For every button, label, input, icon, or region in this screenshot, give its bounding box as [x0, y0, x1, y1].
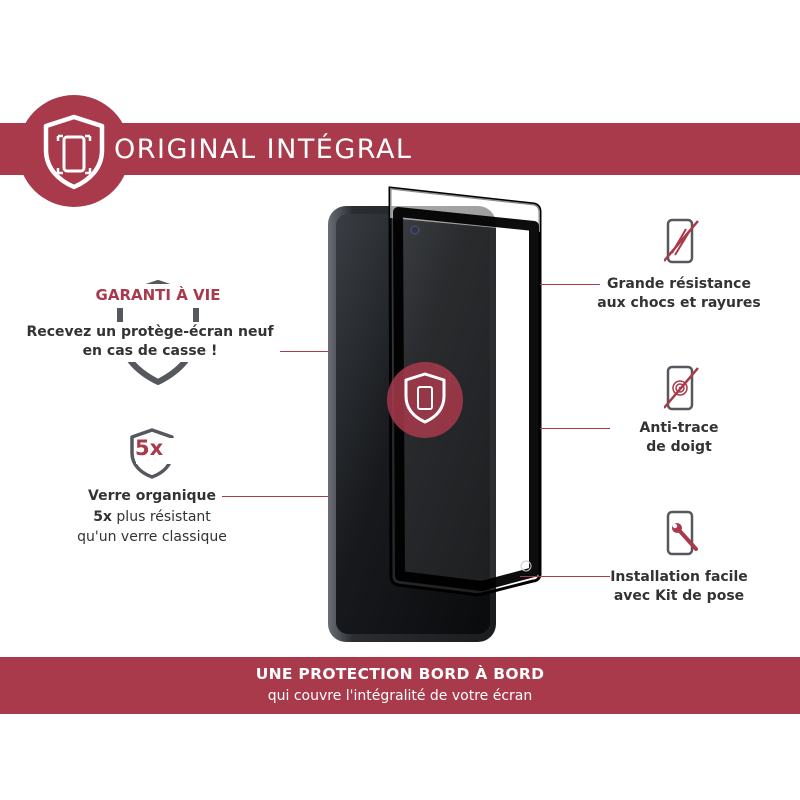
- connector-left-bottom: [222, 496, 328, 498]
- lifetime-title-bg: [84, 284, 232, 308]
- resistance-line1: Grande résistance: [607, 276, 751, 292]
- footer-subtitle: qui couvre l'intégralité de votre écran: [267, 688, 533, 704]
- antitrace-line1: Anti-trace: [639, 420, 719, 436]
- connector-right-2: [540, 428, 610, 430]
- organic-title: Verre organique: [88, 488, 216, 504]
- organic-line3: qu'un verre classique: [77, 529, 227, 545]
- shield-phone-icon: [43, 114, 105, 190]
- banner-title: ORIGINAL INTÉGRAL: [114, 134, 413, 165]
- phone-wrench-icon: [666, 510, 698, 556]
- phone-scratch-icon: [664, 218, 699, 264]
- antitrace-line2: de doigt: [646, 439, 712, 455]
- badge-5x: 5x: [135, 436, 164, 460]
- install-line2: avec Kit de pose: [613, 588, 745, 604]
- lifetime-text-bg: [20, 322, 280, 362]
- phone-illustration: [328, 186, 542, 642]
- lifetime-title: GARANTI À VIE: [95, 286, 221, 304]
- organic-line2-bold: 5x: [93, 509, 112, 525]
- footer-title: UNE PROTECTION BORD À BORD: [255, 665, 545, 683]
- phone-fingerprint-icon: [664, 365, 699, 411]
- lifetime-line2: en cas de casse !: [82, 343, 218, 359]
- lifetime-line1: Recevez un protège-écran neuf: [26, 324, 274, 340]
- organic-line2: 5x plus résistant: [27, 507, 277, 527]
- top-banner: [0, 123, 800, 175]
- bottom-banner: [0, 657, 800, 714]
- resistance-line2: aux chocs et rayures: [597, 295, 761, 311]
- connector-right-1: [540, 284, 600, 286]
- organic-line2-rest: plus résistant: [111, 509, 211, 525]
- install-line1: Installation facile: [610, 569, 748, 585]
- badge-5x-bg: [136, 438, 178, 464]
- connector-right-3: [520, 576, 610, 578]
